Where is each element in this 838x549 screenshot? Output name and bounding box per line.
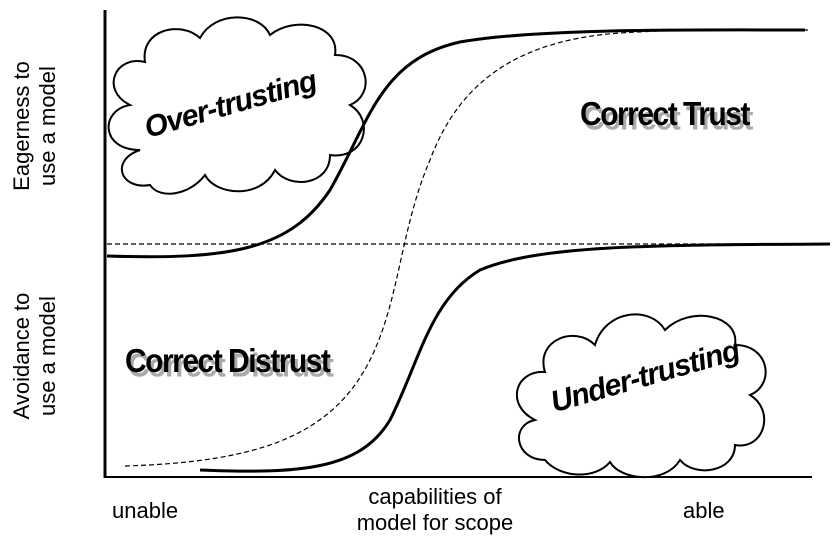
under-trusting-cloud bbox=[516, 313, 767, 479]
lower-solid-curve bbox=[199, 242, 831, 473]
correct-trust-label: Correct Trust bbox=[580, 96, 750, 133]
y-label-lower-line2: use a model bbox=[35, 296, 60, 416]
y-label-lower-line1: Avoidance to bbox=[9, 292, 34, 420]
x-label-capabilities: capabilities of model for scope bbox=[330, 484, 540, 536]
upper-solid-curve bbox=[106, 28, 806, 259]
x-label-able: able bbox=[683, 498, 725, 523]
y-label-lower: Avoidance to use a model bbox=[9, 281, 61, 431]
x-label-center-line1: capabilities of bbox=[368, 484, 502, 509]
y-label-upper-line2: use a model bbox=[35, 66, 60, 186]
over-trusting-cloud bbox=[107, 16, 367, 195]
x-label-center-line2: model for scope bbox=[356, 510, 514, 535]
dashed-sigmoid-curve bbox=[124, 29, 809, 467]
y-label-upper-line1: Eagerness to bbox=[9, 61, 34, 191]
correct-distrust-label: Correct Distrust bbox=[125, 343, 331, 380]
x-label-unable: unable bbox=[112, 498, 179, 523]
y-label-upper: Eagerness to use a model bbox=[9, 51, 61, 201]
